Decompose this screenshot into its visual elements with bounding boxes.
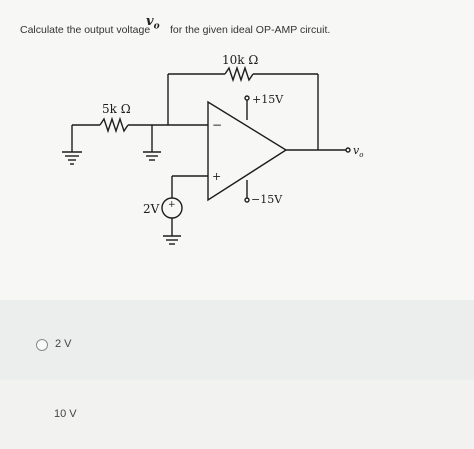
option-1-radio[interactable]	[36, 339, 48, 351]
positive-supply-label: +15V	[252, 93, 284, 106]
feedback-resistor-label: 10k Ω	[222, 53, 258, 67]
answer-option-row-2	[0, 380, 474, 449]
source-plus-sign: +	[168, 200, 176, 210]
question-text-prefix: Calculate the output voltage	[20, 24, 151, 36]
option-1-label[interactable]: 2 V	[55, 338, 72, 350]
opamp-circuit-diagram: 10k Ω 5k Ω +15V −15V 2V + − + vo	[62, 53, 363, 245]
answer-option-row	[0, 300, 474, 380]
input-resistor-label: 5k Ω	[102, 102, 131, 116]
question-text-suffix: for the given ideal OP-AMP circuit.	[170, 24, 331, 36]
question-variable: vo	[146, 14, 160, 32]
output-voltage-label: vo	[353, 144, 363, 159]
noninverting-input-sign: +	[212, 170, 221, 183]
option-2-label[interactable]: 10 V	[54, 408, 77, 420]
negative-supply-label: −15V	[251, 193, 283, 206]
source-voltage-label: 2V	[143, 202, 160, 216]
inverting-input-sign: −	[212, 118, 222, 132]
question-card	[0, 0, 474, 300]
